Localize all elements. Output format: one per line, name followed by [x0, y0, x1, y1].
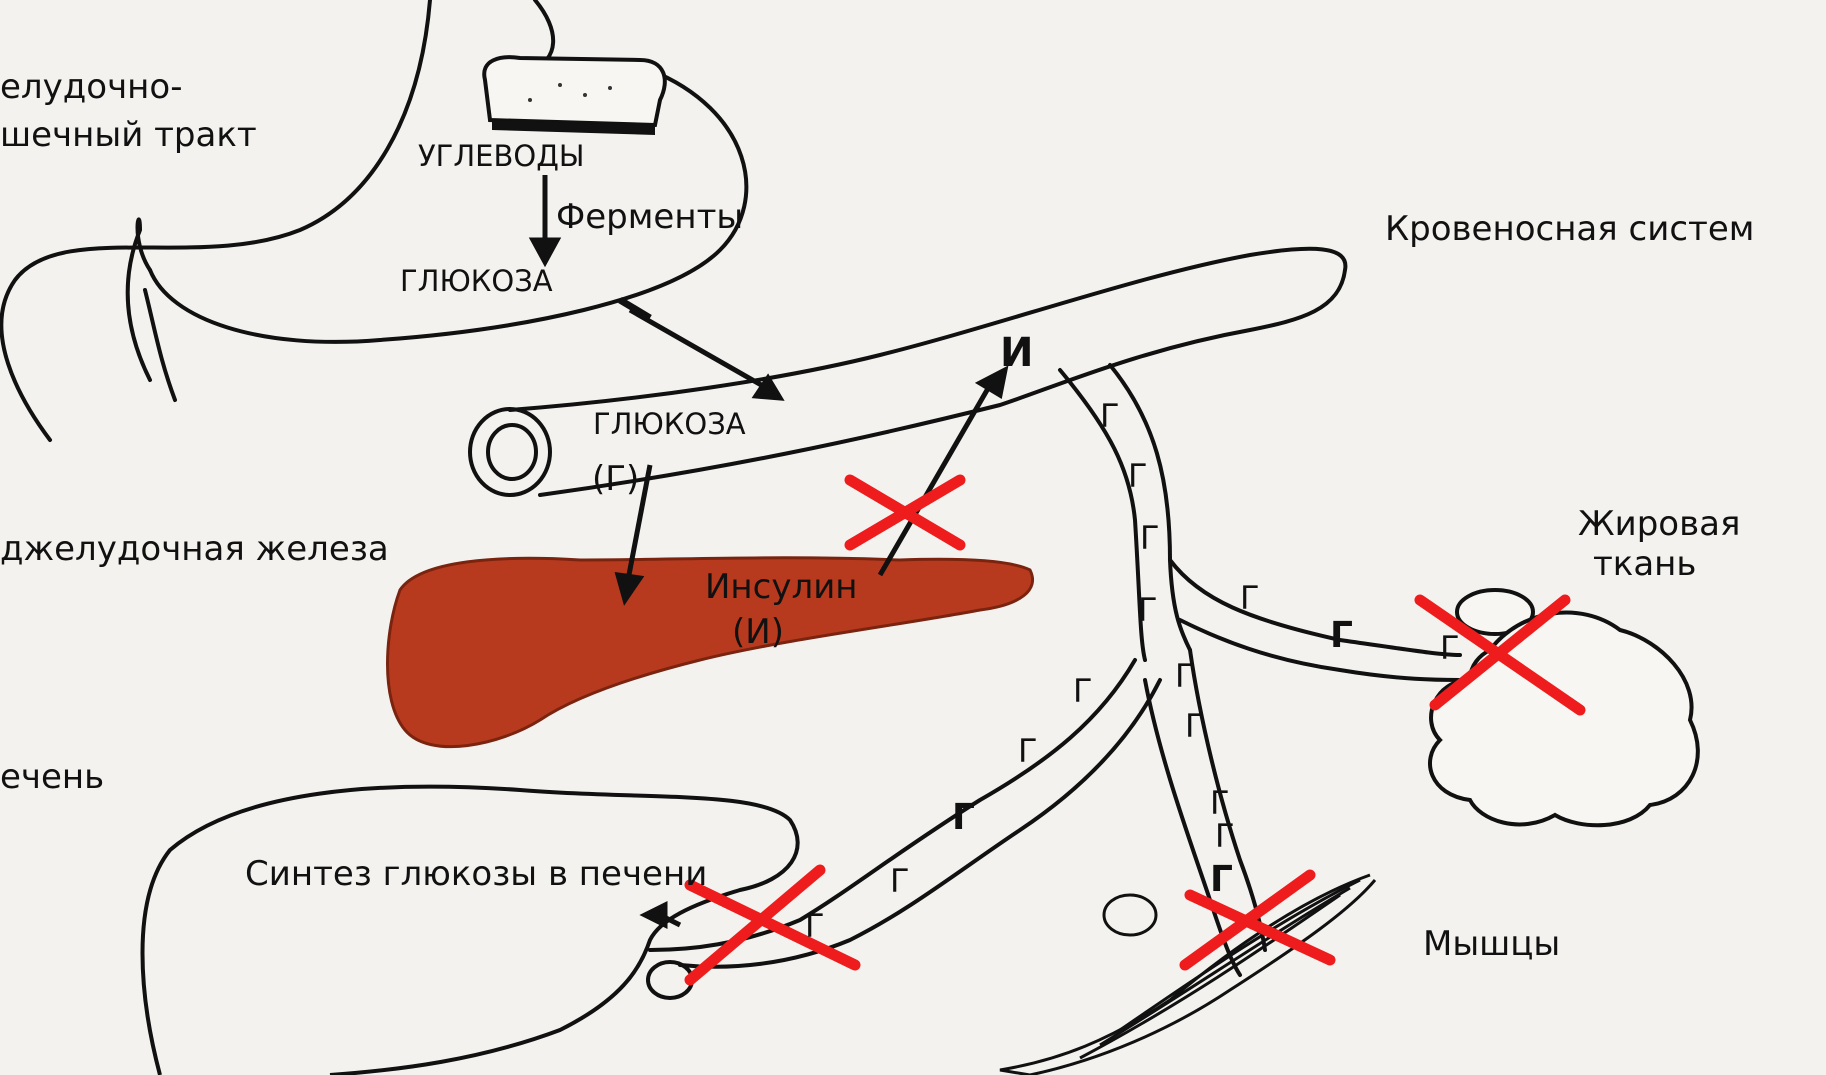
label-glucose-top: ГЛЮКОЗА — [400, 265, 553, 298]
glucose-marker: Г — [890, 865, 910, 897]
glucose-marker: Г — [1138, 594, 1158, 626]
glucose-marker: Г — [1140, 522, 1160, 554]
glucose-marker: Г — [1215, 820, 1235, 852]
glucose-marker: Г — [1210, 787, 1230, 819]
label-bloodstream: Кровеносная систем — [1385, 210, 1754, 249]
label-liver-synthesis: Синтез глюкозы в печени — [245, 855, 707, 894]
glucose-marker: Г — [1073, 675, 1093, 707]
fat-tissue-drawing — [1430, 590, 1698, 825]
label-enzymes: Ферменты — [556, 198, 743, 237]
glucose-marker: Г — [1175, 660, 1195, 692]
glucose-marker: Г — [805, 910, 825, 942]
glucose-marker: Г — [1240, 582, 1260, 614]
label-insulin-abbr: (И) — [732, 613, 784, 652]
glucose-marker: Г — [1018, 735, 1038, 767]
label-carbohydrates: УГЛЕВОДЫ — [418, 140, 584, 173]
label-glucose-vessel: ГЛЮКОЗА — [593, 408, 746, 441]
label-gi-tract-line1: елудочно- — [0, 68, 182, 107]
glucose-marker: Г — [1128, 460, 1148, 492]
glucose-marker: Г — [952, 800, 975, 836]
label-gi-tract-line2: шечный тракт — [0, 116, 257, 155]
label-insulin: Инсулин — [705, 568, 858, 607]
label-fat-tissue-line1: Жировая — [1578, 505, 1740, 544]
glucose-marker: Г — [1440, 632, 1460, 664]
label-glucose-g: (Г) — [592, 460, 639, 499]
glucose-marker: Г — [1100, 400, 1120, 432]
liver-drawing — [143, 787, 798, 1075]
label-liver: ечень — [0, 758, 104, 797]
label-muscles: Мышцы — [1423, 925, 1560, 964]
glucose-marker: Г — [1210, 862, 1233, 898]
glucose-marker: Г — [1330, 618, 1353, 654]
bread-icon — [484, 57, 665, 135]
label-insulin-short: И — [1000, 330, 1033, 376]
label-pancreas: джелудочная железа — [0, 530, 389, 569]
glucose-marker: Г — [1185, 710, 1205, 742]
muscle-drawing — [1000, 875, 1375, 1075]
label-fat-tissue-line2: ткань — [1593, 545, 1696, 584]
arrows — [533, 175, 1005, 925]
